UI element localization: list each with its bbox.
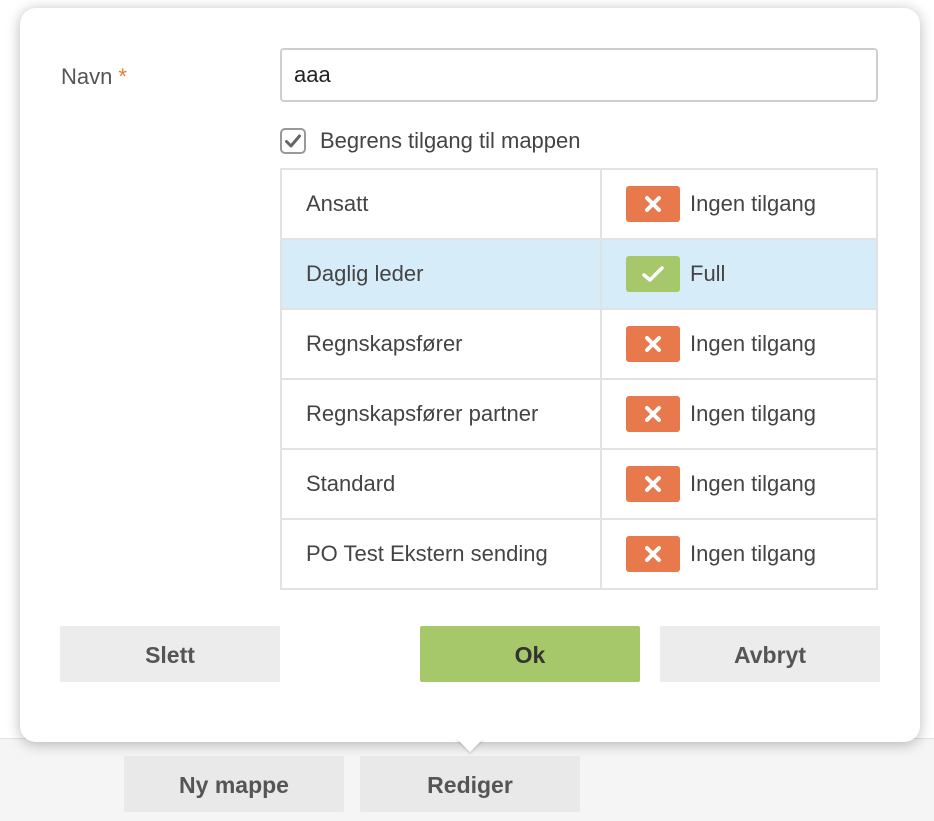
edit-button[interactable]: Rediger bbox=[360, 756, 580, 812]
restrict-access-label: Begrens tilgang til mappen bbox=[320, 128, 581, 153]
role-name: PO Test Ekstern sending bbox=[280, 518, 602, 590]
access-cell[interactable]: Full bbox=[600, 238, 878, 310]
no-access-badge[interactable] bbox=[626, 326, 680, 362]
access-label: Ingen tilgang bbox=[690, 401, 816, 426]
access-label: Ingen tilgang bbox=[690, 541, 816, 566]
no-access-badge[interactable] bbox=[626, 536, 680, 572]
access-cell[interactable]: Ingen tilgang bbox=[600, 378, 878, 450]
x-icon bbox=[644, 195, 662, 213]
edit-folder-popup: Navn* Begrens tilgang til mappen AnsattI… bbox=[20, 8, 920, 742]
x-icon bbox=[644, 545, 662, 563]
new-folder-button[interactable]: Ny mappe bbox=[124, 756, 344, 812]
access-control[interactable]: Ingen tilgang bbox=[602, 536, 876, 572]
ok-button[interactable]: Ok bbox=[420, 626, 640, 682]
permission-row[interactable]: Standard Ingen tilgang bbox=[280, 448, 878, 520]
x-icon bbox=[644, 405, 662, 423]
role-name: Ansatt bbox=[280, 168, 602, 240]
role-name: Regnskapsfører partner bbox=[280, 378, 602, 450]
cancel-button[interactable]: Avbryt bbox=[660, 626, 880, 682]
access-label: Ingen tilgang bbox=[690, 471, 816, 496]
required-marker: * bbox=[118, 64, 127, 89]
role-name: Regnskapsfører bbox=[280, 308, 602, 380]
role-name: Daglig leder bbox=[280, 238, 602, 310]
x-icon bbox=[644, 475, 662, 493]
delete-button[interactable]: Slett bbox=[60, 626, 280, 682]
access-label: Ingen tilgang bbox=[690, 191, 816, 216]
check-icon bbox=[641, 265, 665, 283]
permission-row[interactable]: Regnskapsfører Ingen tilgang bbox=[280, 308, 878, 380]
access-label: Ingen tilgang bbox=[690, 331, 816, 356]
access-label: Full bbox=[690, 261, 726, 286]
no-access-badge[interactable] bbox=[626, 466, 680, 502]
access-control[interactable]: Ingen tilgang bbox=[602, 466, 876, 502]
name-field-label: Navn* bbox=[61, 64, 127, 90]
access-control[interactable]: Ingen tilgang bbox=[602, 186, 876, 222]
permission-row[interactable]: Ansatt Ingen tilgang bbox=[280, 168, 878, 240]
access-cell[interactable]: Ingen tilgang bbox=[600, 448, 878, 520]
x-icon bbox=[644, 335, 662, 353]
permission-row[interactable]: Daglig leder Full bbox=[280, 238, 878, 310]
no-access-badge[interactable] bbox=[626, 396, 680, 432]
role-name: Standard bbox=[280, 448, 602, 520]
access-control[interactable]: Full bbox=[602, 256, 876, 292]
popup-pointer bbox=[456, 738, 484, 752]
access-cell[interactable]: Ingen tilgang bbox=[600, 308, 878, 380]
restrict-access-checkbox[interactable] bbox=[280, 128, 306, 154]
name-input[interactable] bbox=[280, 48, 878, 102]
permission-row[interactable]: Regnskapsfører partner Ingen tilgang bbox=[280, 378, 878, 450]
name-label-text: Navn bbox=[61, 64, 113, 89]
access-control[interactable]: Ingen tilgang bbox=[602, 396, 876, 432]
full-access-badge[interactable] bbox=[626, 256, 680, 292]
checkmark-icon bbox=[285, 134, 301, 148]
access-control[interactable]: Ingen tilgang bbox=[602, 326, 876, 362]
access-cell[interactable]: Ingen tilgang bbox=[600, 168, 878, 240]
no-access-badge[interactable] bbox=[626, 186, 680, 222]
permission-row[interactable]: PO Test Ekstern sending Ingen tilgang bbox=[280, 518, 878, 590]
access-cell[interactable]: Ingen tilgang bbox=[600, 518, 878, 590]
restrict-access-row[interactable]: Begrens tilgang til mappen bbox=[280, 124, 581, 158]
